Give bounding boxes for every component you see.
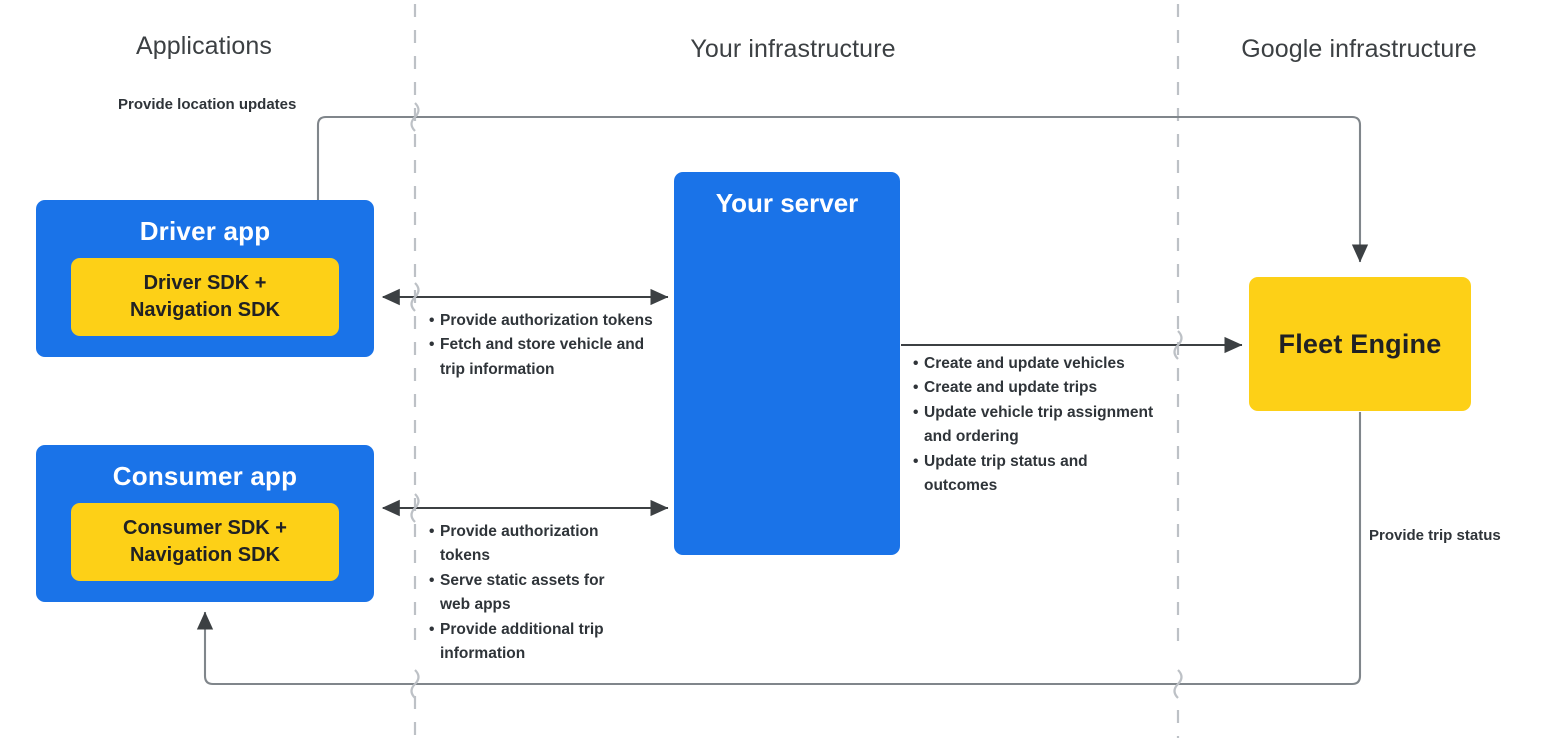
wire-hop-consumer (410, 493, 420, 523)
list-item: Serve static assets for web apps (429, 569, 629, 618)
list-item: Create and update trips (913, 376, 1161, 401)
fleet-engine-box[interactable]: Fleet Engine (1249, 277, 1471, 411)
consumer-sdk-box[interactable]: Consumer SDK + Navigation SDK (71, 503, 339, 581)
bullets-driver-to-server: Provide authorization tokens Fetch and s… (429, 309, 655, 382)
list-item: Create and update vehicles (913, 352, 1161, 377)
wire-hop-driver (410, 282, 420, 312)
driver-app-box[interactable]: Driver app Driver SDK + Navigation SDK (36, 200, 374, 357)
column-heading-your-infrastructure: Your infrastructure (690, 35, 896, 63)
list-item: Update vehicle trip assignment and order… (913, 401, 1161, 450)
driver-app-title: Driver app (139, 216, 271, 246)
driver-sdk-box[interactable]: Driver SDK + Navigation SDK (71, 258, 339, 336)
your-server-box[interactable]: Your server (674, 172, 900, 555)
list-item: Update trip status and outcomes (913, 450, 1161, 499)
bullets-server-to-fleet-engine: Create and update vehicles Create and up… (913, 352, 1161, 499)
consumer-sdk-line-1: Consumer SDK + (123, 517, 287, 540)
driver-sdk-line-1: Driver SDK + (143, 272, 267, 295)
consumer-app-box[interactable]: Consumer app Consumer SDK + Navigation S… (36, 445, 374, 602)
list-item: Provide authorization tokens (429, 520, 629, 569)
column-heading-applications: Applications (135, 32, 273, 60)
your-server-title: Your server (715, 188, 859, 218)
label-provide-trip-status: Provide trip status (1369, 527, 1501, 544)
driver-sdk-line-2: Navigation SDK (129, 299, 281, 321)
wire-hop-bottom-left (410, 669, 420, 699)
label-provide-location-updates: Provide location updates (118, 96, 297, 113)
bullets-consumer-to-server: Provide authorization tokens Serve stati… (429, 520, 629, 667)
wire-hop-server-fleet (1173, 330, 1183, 360)
list-item: Provide additional trip information (429, 618, 629, 667)
list-item: Provide authorization tokens (429, 309, 655, 334)
column-heading-google-infrastructure: Google infrastructure (1241, 35, 1477, 63)
consumer-sdk-line-2: Navigation SDK (129, 544, 281, 566)
consumer-app-title: Consumer app (112, 461, 298, 491)
list-item: Fetch and store vehicle and trip informa… (429, 333, 655, 382)
fleet-engine-title: Fleet Engine (1278, 328, 1442, 359)
wire-hop-bottom-right (1173, 669, 1183, 699)
wire-hop-top (410, 102, 420, 132)
